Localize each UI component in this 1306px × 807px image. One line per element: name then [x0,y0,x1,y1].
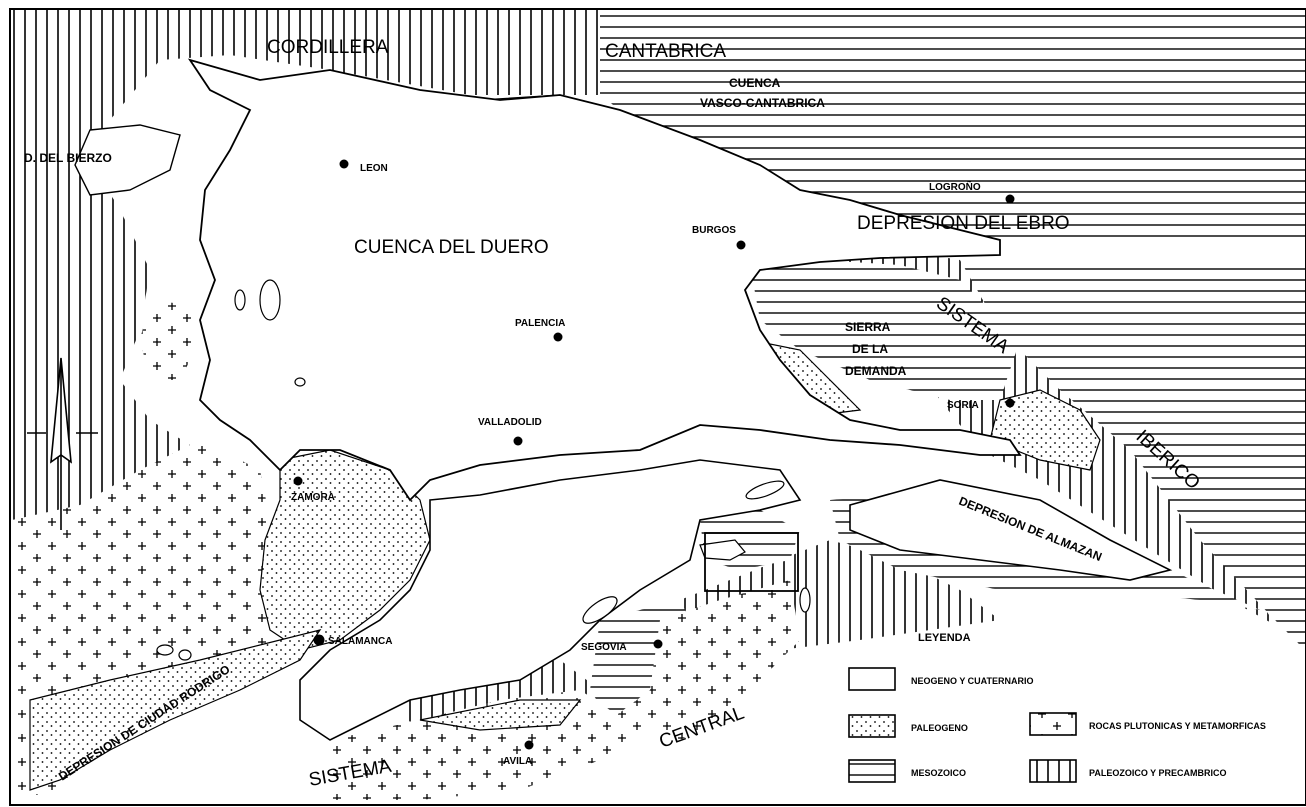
legend-title: LEYENDA [918,632,971,644]
city-markers [293,159,1015,750]
outcrops [156,279,811,661]
label-logrono: LOGROÑO [929,180,981,193]
legend-swatch-paleogeno [848,714,896,738]
label-cuenca: CUENCA [729,76,781,90]
legend-label-mesozoico: MESOZOICO [911,768,966,778]
legend-label-neogeno: NEOGENO Y CUATERNARIO [911,676,1034,686]
neogene-zone [74,58,1173,741]
avila-marker [524,740,534,750]
legend-swatch-mesozoico [848,759,896,783]
label-palencia: PALENCIA [515,318,565,329]
north-arrow-icon [27,357,98,530]
study-area-box [704,532,799,592]
label-demanda: DEMANDA [845,364,907,378]
label-zamora: ZAMORA [291,492,335,503]
label-de-la: DE LA [852,342,888,356]
label-sierra: SIERRA [845,320,891,334]
legend-label-plutonicas: ROCAS PLUTONICAS Y METAMORFICAS [1089,721,1266,731]
legend-swatch-neogeno [848,667,896,691]
label-ebro: DEPRESION DEL EBRO [857,213,1070,234]
palencia-marker [553,332,563,342]
label-valladolid: VALLADOLID [478,417,542,428]
legend-swatch-plutonicas [1029,712,1077,736]
label-vasco-cantabrica: VASCO-CANTABRICA [700,96,825,110]
label-cordillera: CORDILLERA [267,37,389,58]
city-labels: LEON LOGROÑO BURGOS PALENCIA VALLADOLID … [291,163,981,767]
valladolid-marker [513,436,523,446]
legend: LEYENDA NEOGENO Y CUATERNARIO PALEOGENO … [848,632,1266,783]
burgos-marker [736,240,746,250]
label-bierzo: D. DEL BIERZO [24,151,112,165]
label-segovia: SEGOVIA [581,642,627,653]
label-salamanca: SALAMANCA [328,636,392,647]
label-leon: LEON [360,163,388,174]
label-avila: AVILA [503,756,532,767]
salamanca-marker [313,634,325,646]
segovia-marker [653,639,663,649]
leon-marker [339,159,349,169]
label-burgos: BURGOS [692,225,736,236]
zamora-marker [293,476,303,486]
logrono-marker [1005,194,1015,204]
label-cantabrica: CANTABRICA [605,41,726,62]
legend-label-paleozoico: PALEOZOICO Y PRECAMBRICO [1089,768,1227,778]
soria-marker [1005,398,1015,408]
legend-label-paleogeno: PALEOGENO [911,723,968,733]
legend-swatch-paleozoico [1029,759,1077,783]
label-soria: SORIA [947,400,979,411]
label-duero: CUENCA DEL DUERO [354,237,549,258]
map-frame [9,8,1306,806]
